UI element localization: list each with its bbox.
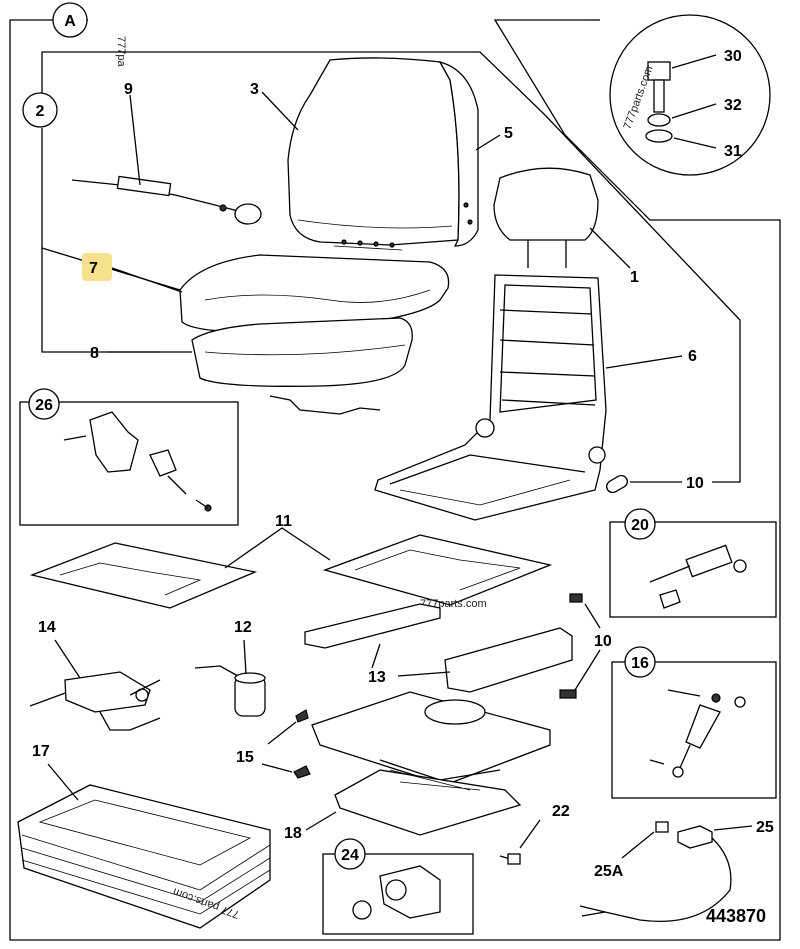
frame-lines — [9, 19, 781, 941]
leader-9 — [129, 94, 141, 186]
leader-15b — [261, 763, 293, 773]
spring-wire-part — [269, 395, 381, 415]
svg-text:2: 2 — [36, 103, 45, 120]
label-3: 3 — [250, 81, 259, 98]
svg-text:24: 24 — [341, 847, 359, 864]
label-32: 32 — [724, 97, 742, 114]
label-13: 13 — [368, 669, 386, 686]
leader-6-bracket — [544, 114, 741, 483]
leader-12 — [243, 639, 247, 675]
label-10a: 10 — [686, 475, 704, 492]
leader-17 — [47, 763, 79, 801]
leader-11 — [224, 527, 331, 569]
bellows-cover-part — [17, 784, 271, 929]
label-31: 31 — [724, 143, 742, 160]
group-24-box: 24 — [322, 838, 474, 935]
sensor-part — [579, 821, 732, 923]
leader-3 — [261, 91, 299, 131]
label-1: 1 — [630, 269, 639, 286]
bolt-detail-circle — [609, 14, 771, 176]
leader-7 — [111, 267, 183, 293]
seat-frame-part — [374, 274, 607, 521]
seat-base-cushion-part — [191, 317, 413, 387]
group-20-box: 20 — [609, 508, 777, 618]
leader-25a — [621, 831, 655, 859]
slide-rail-part — [304, 593, 583, 699]
label-25: 25 — [756, 819, 774, 836]
svg-text:26: 26 — [35, 397, 53, 414]
leader-10b-2 — [574, 649, 601, 691]
release-cable-part — [71, 175, 262, 225]
label-17: 17 — [32, 743, 50, 760]
group-a-callout: A — [52, 2, 88, 38]
group-16-box: 16 — [611, 646, 777, 799]
diagram-id: 443870 — [706, 906, 766, 926]
leader-1 — [589, 227, 631, 269]
leader-22 — [519, 819, 541, 849]
leader-25 — [713, 825, 753, 831]
label-6: 6 — [688, 348, 697, 365]
svg-text:16: 16 — [631, 655, 649, 672]
compressor-part — [194, 665, 266, 717]
mounting-plate-part — [29, 534, 553, 609]
headrest-part — [493, 167, 599, 268]
leader-10b-1 — [584, 603, 601, 629]
label-11: 11 — [275, 513, 292, 530]
leader-13b — [397, 671, 451, 677]
label-22: 22 — [552, 803, 570, 820]
connector-part — [499, 853, 521, 865]
leader-13a — [371, 643, 381, 669]
leader-14 — [54, 639, 81, 679]
label-25a: 25A — [594, 863, 624, 880]
leader-5 — [475, 134, 501, 151]
label-7: 7 — [89, 260, 98, 277]
harness-part — [29, 671, 161, 731]
suspension-part — [311, 691, 551, 836]
leader-18 — [305, 811, 337, 831]
leader-15a — [267, 721, 297, 745]
label-8: 8 — [90, 345, 99, 362]
highlight-7 — [82, 253, 112, 281]
seat-cushion-part — [179, 254, 450, 333]
label-14: 14 — [38, 619, 56, 636]
label-12: 12 — [234, 619, 252, 636]
cap-part — [606, 474, 628, 494]
svg-text:20: 20 — [631, 517, 649, 534]
label-5: 5 — [504, 125, 513, 142]
leader-6 — [605, 355, 683, 369]
label-18: 18 — [284, 825, 302, 842]
group-26-box: 26 — [19, 388, 239, 526]
svg-text:A: A — [64, 13, 76, 30]
clip-part — [293, 709, 311, 779]
label-10b: 10 — [594, 633, 612, 650]
label-30: 30 — [724, 48, 742, 65]
backrest-part — [287, 57, 479, 251]
label-9: 9 — [124, 81, 133, 98]
label-15: 15 — [236, 749, 254, 766]
